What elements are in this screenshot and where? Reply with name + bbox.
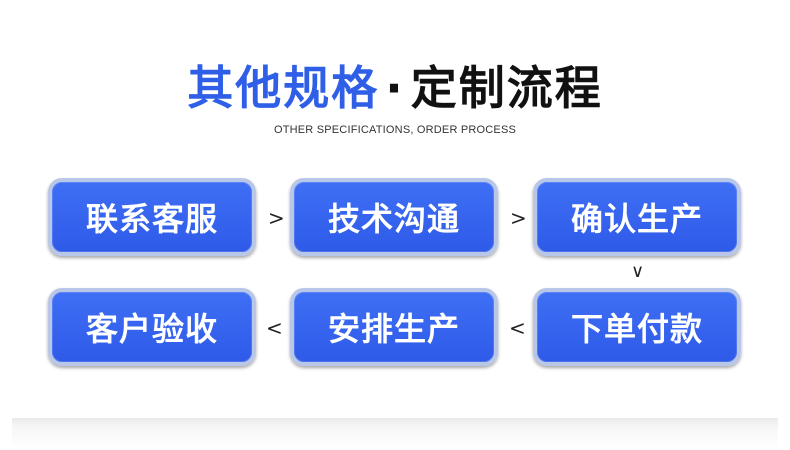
step-place-order-payment: 下单付款 bbox=[533, 288, 741, 366]
step-confirm-production: 确认生产 bbox=[533, 178, 741, 256]
page-subtitle: OTHER SPECIFICATIONS, ORDER PROCESS bbox=[273, 124, 517, 136]
step-contact-service: 联系客服 bbox=[48, 178, 256, 256]
title-blue-part: 其他规格 bbox=[187, 61, 380, 115]
step-arrange-production: 安排生产 bbox=[290, 288, 498, 366]
arrow-right-1: > bbox=[268, 206, 285, 230]
arrow-down: ∨ bbox=[631, 261, 645, 282]
arrow-left-2: < bbox=[509, 316, 526, 340]
title-black-part: 定制流程 bbox=[410, 61, 603, 115]
title-dot: · bbox=[385, 61, 405, 115]
arrow-left-1: < bbox=[266, 316, 283, 340]
step-customer-acceptance: 客户验收 bbox=[48, 288, 256, 366]
step-technical-communication: 技术沟通 bbox=[290, 178, 498, 256]
page-title: 其他规格·定制流程 bbox=[0, 58, 790, 118]
arrow-right-2: > bbox=[510, 206, 527, 230]
bottom-shadow-divider bbox=[12, 418, 778, 448]
